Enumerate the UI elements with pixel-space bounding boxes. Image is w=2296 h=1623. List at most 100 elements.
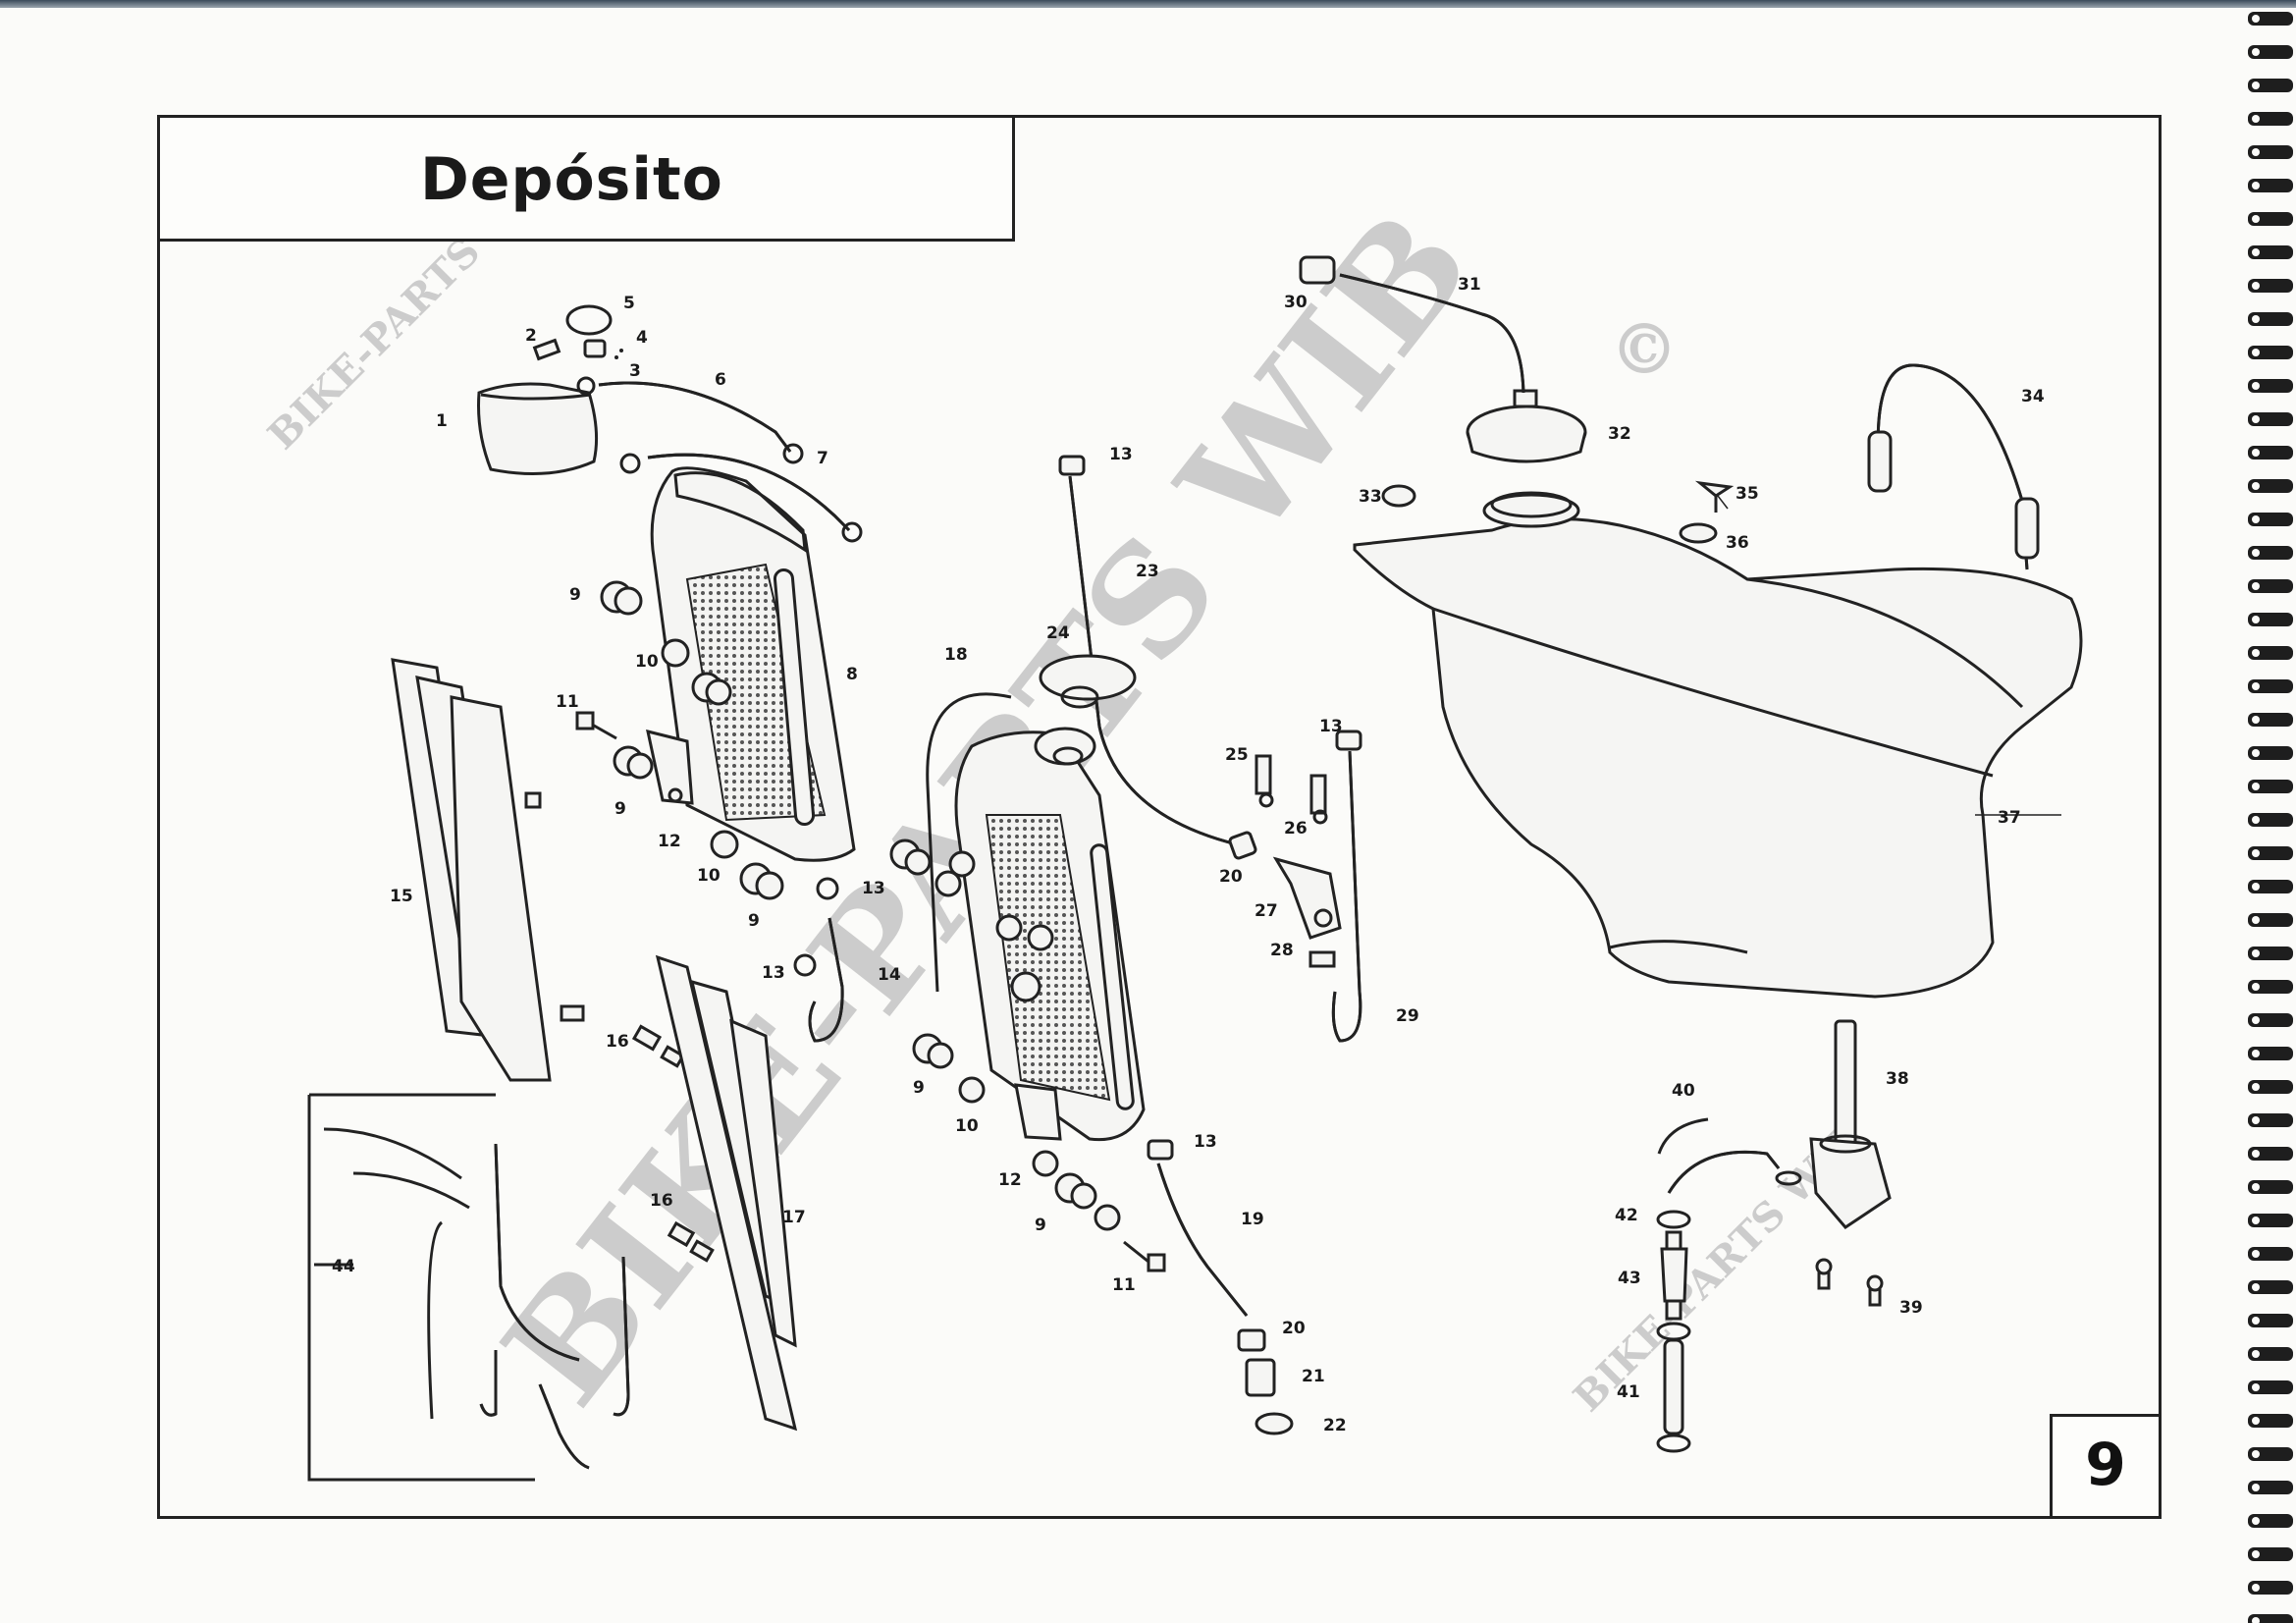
binding-loop [2248, 412, 2293, 426]
callout-12b: 12 [998, 1170, 1022, 1190]
binding-loop [2248, 1514, 2293, 1528]
fuel-hose-part-40 [1657, 1117, 1781, 1194]
binding-hole [2252, 215, 2260, 223]
binding-loop [2248, 1147, 2293, 1161]
callout-4: 4 [636, 328, 648, 348]
binding-hole [2252, 883, 2260, 891]
binding-loop [2248, 947, 2293, 960]
bracket-part-12-right [1014, 1083, 1062, 1141]
binding-hole [2252, 1217, 2260, 1224]
callout-19: 19 [1241, 1210, 1264, 1229]
callout-21: 21 [1302, 1367, 1325, 1386]
binding-loop [2248, 1547, 2293, 1561]
callout-8: 8 [846, 665, 858, 684]
binding-loop [2248, 579, 2293, 593]
callout-1: 1 [436, 411, 448, 431]
binding-loop [2248, 713, 2293, 727]
screw-part-35 [1694, 480, 1735, 513]
callout-44: 44 [332, 1257, 355, 1276]
binding-hole [2252, 749, 2260, 757]
binding-hole [2252, 1584, 2260, 1592]
bolt-part-11-left [575, 711, 617, 740]
callout-42: 42 [1615, 1206, 1638, 1225]
binding-loop [2248, 813, 2293, 827]
callout-34: 34 [2021, 387, 2045, 406]
leader-lines [314, 495, 2061, 1266]
diagram-frame [157, 115, 2162, 1519]
hose-part-29 [1331, 730, 1362, 1043]
binding-loop [2248, 446, 2293, 460]
callout-29: 29 [1396, 1006, 1419, 1026]
callout-11a: 11 [556, 692, 579, 712]
callout-15: 15 [390, 887, 413, 906]
callout-16a: 16 [606, 1032, 629, 1052]
callout-18: 18 [944, 645, 968, 665]
binding-hole [2252, 48, 2260, 56]
callout-23: 23 [1136, 562, 1159, 581]
binding-loop [2248, 245, 2293, 259]
binding-hole [2252, 1016, 2260, 1024]
callout-26: 26 [1284, 819, 1308, 839]
binding-hole [2252, 349, 2260, 356]
binding-hole [2252, 148, 2260, 156]
callout-16b: 16 [650, 1191, 673, 1211]
callout-13e: 13 [1194, 1132, 1217, 1152]
watermark-copyright: © [1610, 308, 1679, 390]
binding-hole [2252, 1484, 2260, 1491]
shroud-part-17 [655, 954, 798, 1432]
callout-25: 25 [1225, 745, 1249, 765]
callout-9c: 9 [748, 911, 760, 931]
binding-loop [2248, 646, 2293, 660]
callout-14: 14 [878, 965, 901, 985]
binding-hole [2252, 1417, 2260, 1425]
bolt-part-11-right [1123, 1240, 1166, 1272]
callout-38: 38 [1886, 1069, 1909, 1089]
callout-39: 39 [1899, 1298, 1923, 1318]
binding-loop [2248, 79, 2293, 92]
binding-hole [2252, 1050, 2260, 1057]
callout-33: 33 [1359, 487, 1382, 507]
page-number-box: 9 [2050, 1414, 2162, 1519]
callout-22: 22 [1323, 1416, 1347, 1435]
binding-hole [2252, 1350, 2260, 1358]
binding-hole [2252, 816, 2260, 824]
binding-hole [2252, 549, 2260, 557]
shroud-part-15 [391, 658, 585, 1082]
callout-24: 24 [1046, 623, 1070, 643]
binding-hole [2252, 1450, 2260, 1458]
fuel-line-part-41 [1663, 1338, 1684, 1435]
binding-loop [2248, 1247, 2293, 1261]
callout-7: 7 [817, 449, 828, 468]
binding-hole [2252, 115, 2260, 123]
page-top-edge [0, 0, 2296, 8]
binding-hole [2252, 382, 2260, 390]
binding-hole [2252, 582, 2260, 590]
binding-hole [2252, 916, 2260, 924]
callout-9e: 9 [1035, 1216, 1046, 1235]
binding-hole [2252, 1617, 2260, 1623]
strap-part-34 [1867, 363, 2040, 570]
binding-loop [2248, 1280, 2293, 1294]
callout-20b: 20 [1282, 1319, 1306, 1338]
binding-hole [2252, 1383, 2260, 1391]
binding-hole [2252, 649, 2260, 657]
binding-loop [2248, 780, 2293, 793]
callout-2: 2 [525, 326, 537, 346]
binding-loop [2248, 1447, 2293, 1461]
binding-hole [2252, 1250, 2260, 1258]
spiral-binding [2248, 12, 2293, 1623]
bracket-part-12-left [646, 729, 694, 805]
filler-neck [1482, 491, 1580, 528]
grommets-right [889, 839, 1121, 1231]
callout-20a: 20 [1219, 867, 1243, 887]
binding-loop [2248, 45, 2293, 59]
binding-loop [2248, 1581, 2293, 1595]
small-fittings-parts-2-5 [532, 304, 623, 396]
binding-loop [2248, 312, 2293, 326]
binding-hole [2252, 716, 2260, 724]
binding-loop [2248, 1214, 2293, 1227]
breather-pipe-parts-30-31 [1299, 255, 1525, 394]
binding-hole [2252, 616, 2260, 623]
binding-hole [2252, 81, 2260, 89]
tee-fitting-parts-27-28 [1272, 856, 1342, 968]
